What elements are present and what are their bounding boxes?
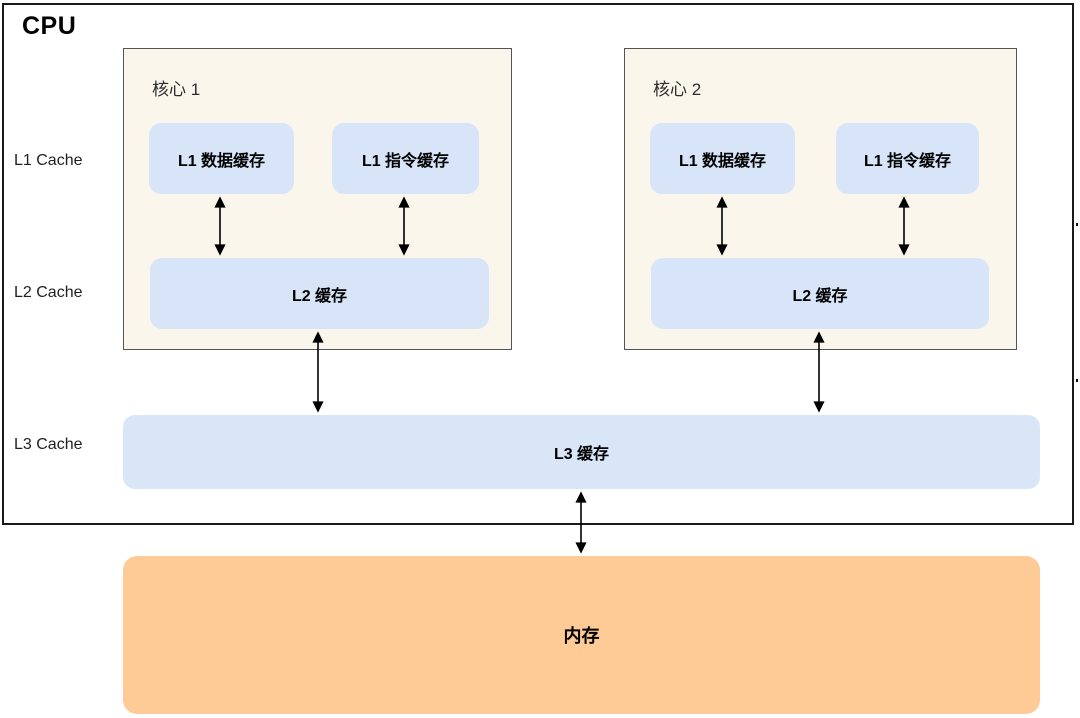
- core-1-l1-instruction-cache-label: L1 指令缓存: [361, 152, 450, 170]
- core-1-box: 核心 1 L1 数据缓存 L1 指令缓存 L2 缓存: [123, 48, 512, 350]
- core-2-l1-instruction-cache-label: L1 指令缓存: [863, 152, 952, 170]
- core-1-l1-data-cache-label: L1 数据缓存: [177, 152, 266, 170]
- core-1-l1-instruction-cache-box: L1 指令缓存: [332, 123, 479, 194]
- l3-cache-label: L3 缓存: [553, 446, 610, 463]
- l3-cache-box: L3 缓存: [123, 415, 1040, 489]
- row-label-l2-cache: L2 Cache: [14, 284, 83, 301]
- row-label-l1-cache: L1 Cache: [14, 152, 83, 169]
- core-2-l2-cache-label: L2 缓存: [792, 287, 848, 305]
- core-2-l1-data-cache-label: L1 数据缓存: [678, 152, 767, 170]
- memory-box: 内存: [123, 556, 1040, 714]
- core-2-l2-cache-box: L2 缓存: [651, 258, 989, 329]
- row-label-l3-cache: L3 Cache: [14, 436, 83, 453]
- core-2-title: 核心 2: [653, 80, 702, 99]
- core-2-box: 核心 2 L1 数据缓存 L1 指令缓存 L2 缓存: [624, 48, 1017, 350]
- core-1-title: 核心 1: [152, 80, 201, 99]
- core-1-l2-cache-box: L2 缓存: [150, 258, 489, 329]
- core-1-l1-data-cache-box: L1 数据缓存: [149, 123, 294, 194]
- core-1-l2-cache-label: L2 缓存: [291, 287, 348, 305]
- memory-label: 内存: [563, 626, 600, 646]
- core-2-l1-data-cache-box: L1 数据缓存: [650, 123, 795, 194]
- core-2-l1-instruction-cache-box: L1 指令缓存: [836, 123, 979, 194]
- cpu-title: CPU: [22, 12, 77, 40]
